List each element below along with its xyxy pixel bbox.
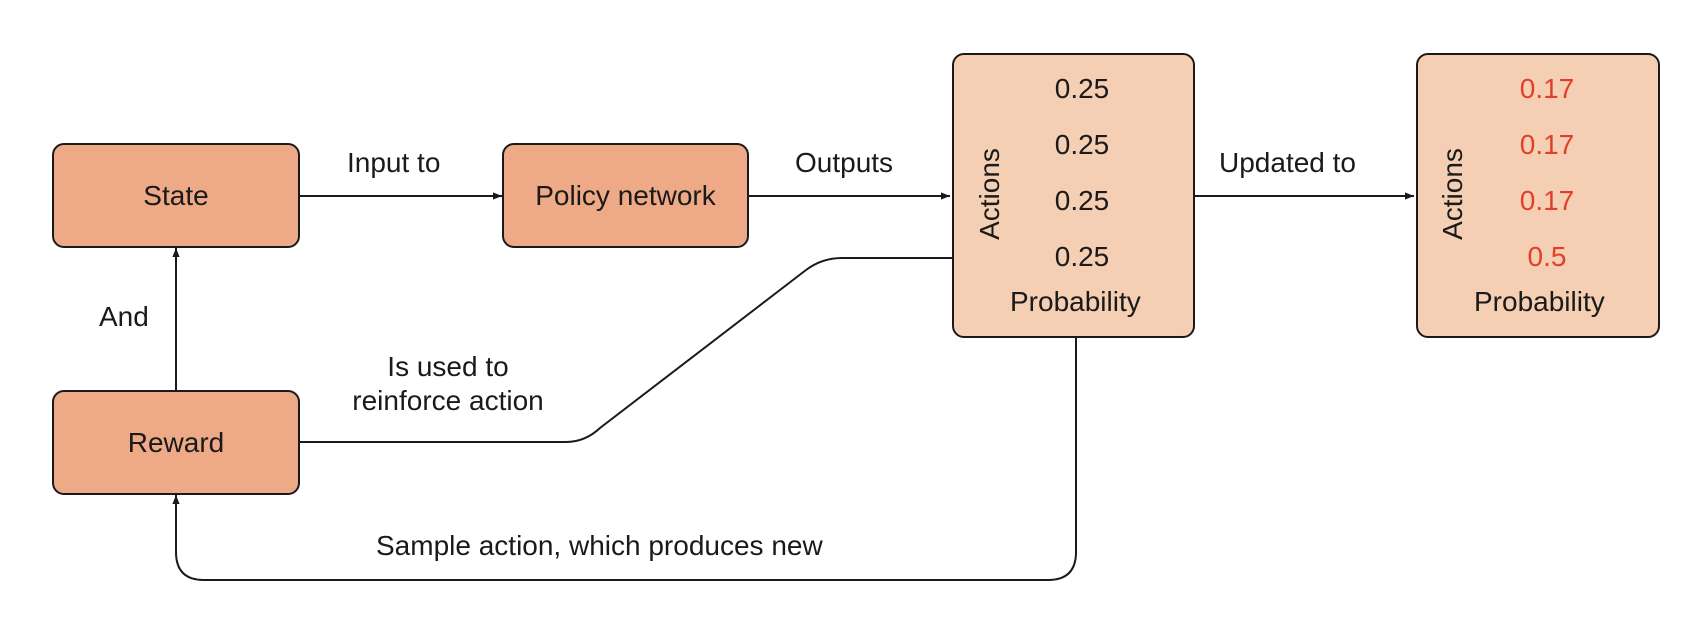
distribution-after <box>1416 53 1660 338</box>
prob-after-4: 0.5 <box>1527 241 1567 272</box>
edge-label-and: And <box>99 301 149 332</box>
prob-before-4: 0.25 <box>1054 241 1110 272</box>
prob-after-3: 0.17 <box>1519 185 1575 216</box>
state-label: State <box>143 179 209 211</box>
prob-before-1: 0.25 <box>1054 73 1110 104</box>
edge-label-reinforce-line1: Is used to <box>387 351 509 382</box>
prob-before-3: 0.25 <box>1054 185 1110 216</box>
state-node: State <box>52 143 300 248</box>
prob-before-2: 0.25 <box>1054 129 1110 160</box>
edge-label-updated-to: Updated to <box>1219 147 1356 178</box>
probability-label-after: Probability <box>1474 286 1605 317</box>
edge-dist-to-reward <box>172 338 1077 581</box>
policy-network-node: Policy network <box>502 143 749 248</box>
edge-label-reinforce-line2: reinforce action <box>352 385 544 416</box>
actions-axis-label-before: Actions <box>974 148 1005 240</box>
distribution-before <box>952 53 1195 338</box>
policy-network-label: Policy network <box>535 179 716 211</box>
edge-reward-to-action <box>300 254 1024 443</box>
edge-label-outputs: Outputs <box>795 147 894 178</box>
probability-label-before: Probability <box>1010 286 1141 317</box>
reward-node: Reward <box>52 390 300 495</box>
edge-label-input-to: Input to <box>347 147 441 178</box>
edge-label-sample: Sample action, which produces new <box>376 530 823 561</box>
actions-axis-label-after: Actions <box>1437 148 1468 240</box>
prob-after-2: 0.17 <box>1519 129 1575 160</box>
edge-label-reinforce: Is used to reinforce action <box>318 350 578 418</box>
prob-after-1: 0.17 <box>1519 73 1575 104</box>
reward-label: Reward <box>127 426 225 458</box>
